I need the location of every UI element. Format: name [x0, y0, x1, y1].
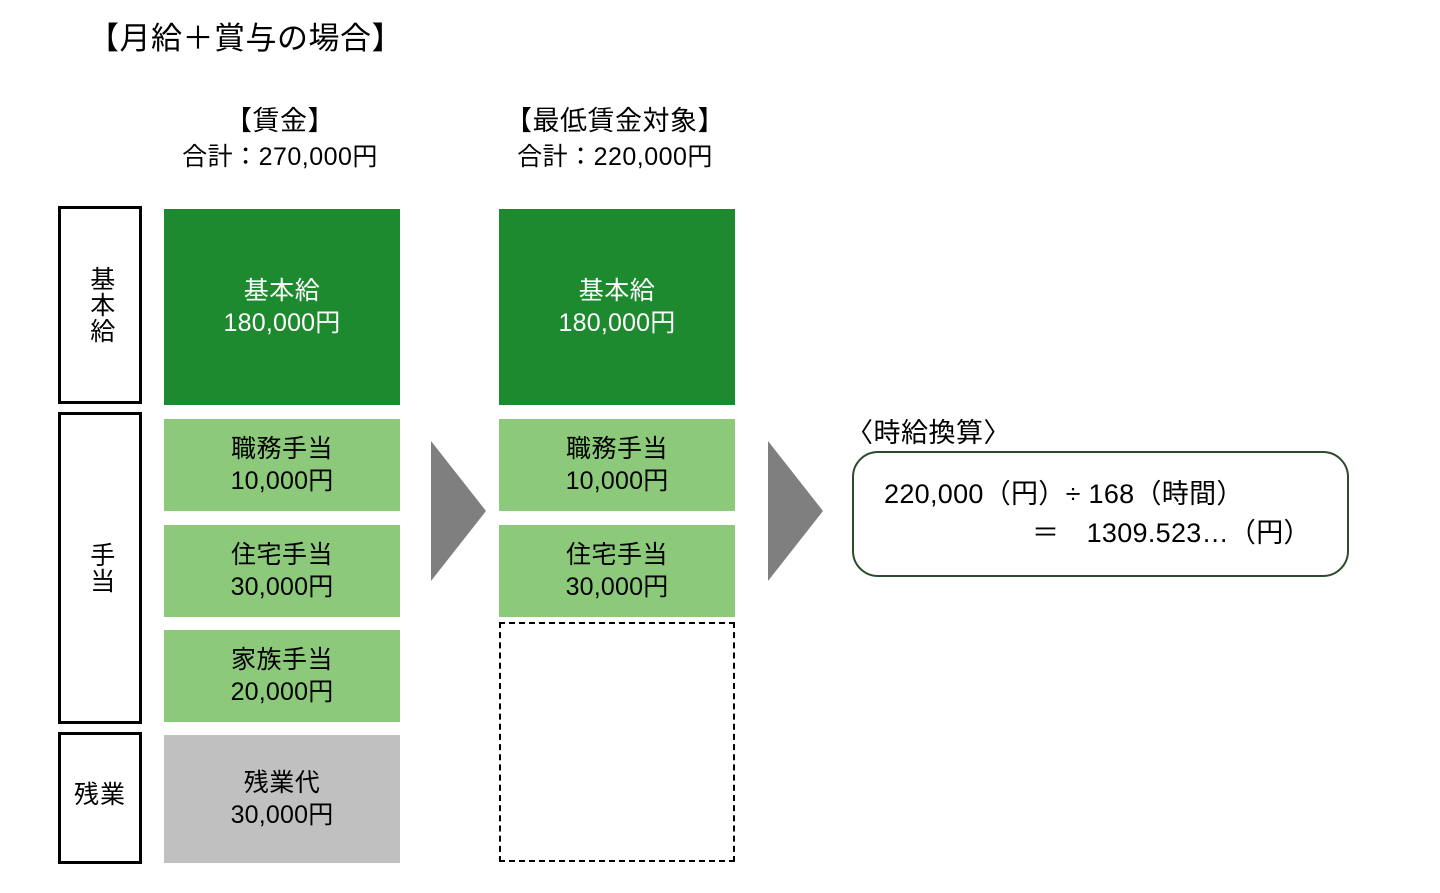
- wage-block-overtime-pay-amount: 30,000円: [230, 801, 334, 829]
- wage-block-family-allowance-amount: 20,000円: [230, 678, 334, 706]
- category-box-overtime: 残業: [58, 732, 142, 864]
- minwage-block-housing-allowance-amount: 30,000円: [565, 573, 669, 601]
- arrow-right-icon-1: [431, 441, 486, 581]
- wage-block-family-allowance: 家族手当 20,000円: [164, 630, 400, 722]
- category-label-basic-pay: 基本給: [86, 266, 115, 344]
- minwage-block-job-allowance: 職務手当 10,000円: [499, 419, 735, 511]
- wage-block-family-allowance-name: 家族手当: [230, 645, 333, 674]
- minwage-block-housing-allowance: 住宅手当 30,000円: [499, 525, 735, 617]
- wage-block-basic-pay: 基本給 180,000円: [164, 209, 400, 405]
- column-header-wage-total: 合計：270,000円: [182, 143, 378, 172]
- wage-block-housing-allowance-amount: 30,000円: [230, 573, 334, 601]
- page-title: 【月給＋賞与の場合】: [88, 21, 403, 56]
- column-header-minimum-wage: 【最低賃金対象】 合計：220,000円: [490, 104, 740, 175]
- minwage-block-job-allowance-amount: 10,000円: [565, 467, 669, 495]
- category-label-allowance: 手当: [86, 542, 115, 594]
- arrow-right-icon-2: [768, 441, 823, 581]
- column-header-minimum-wage-bracket: 【最低賃金対象】: [505, 106, 725, 136]
- hourly-conversion-title: 〈時給換算〉: [846, 418, 1011, 448]
- wage-block-job-allowance-name: 職務手当: [230, 434, 333, 463]
- column-header-wage-bracket: 【賃金】: [225, 106, 335, 136]
- wage-block-overtime-pay-name: 残業代: [243, 768, 321, 797]
- category-box-basic-pay: 基本給: [58, 206, 142, 404]
- hourly-conversion-box: 220,000（円）÷ 168（時間） ＝ 1309.523…（円）: [852, 451, 1349, 577]
- minwage-block-housing-allowance-name: 住宅手当: [565, 540, 668, 569]
- wage-block-housing-allowance: 住宅手当 30,000円: [164, 525, 400, 617]
- column-header-minimum-wage-total: 合計：220,000円: [517, 143, 713, 172]
- column-header-wage: 【賃金】 合計：270,000円: [155, 104, 405, 175]
- minwage-block-basic-pay-name: 基本給: [578, 276, 656, 305]
- wage-block-basic-pay-name: 基本給: [243, 276, 321, 305]
- hourly-conversion-line-1: 220,000（円）÷ 168（時間）: [884, 478, 1244, 509]
- category-label-overtime: 残業: [73, 781, 126, 809]
- wage-block-job-allowance-amount: 10,000円: [230, 467, 334, 495]
- wage-block-basic-pay-amount: 180,000円: [223, 309, 341, 337]
- minwage-block-basic-pay: 基本給 180,000円: [499, 209, 735, 405]
- category-box-allowance: 手当: [58, 412, 142, 724]
- minwage-block-excluded-placeholder: [499, 622, 735, 862]
- minwage-block-basic-pay-amount: 180,000円: [558, 309, 676, 337]
- wage-block-overtime-pay: 残業代 30,000円: [164, 735, 400, 863]
- minwage-block-job-allowance-name: 職務手当: [565, 434, 668, 463]
- wage-block-housing-allowance-name: 住宅手当: [230, 540, 333, 569]
- wage-block-job-allowance: 職務手当 10,000円: [164, 419, 400, 511]
- hourly-conversion-line-2: ＝ 1309.523…（円）: [1032, 518, 1311, 548]
